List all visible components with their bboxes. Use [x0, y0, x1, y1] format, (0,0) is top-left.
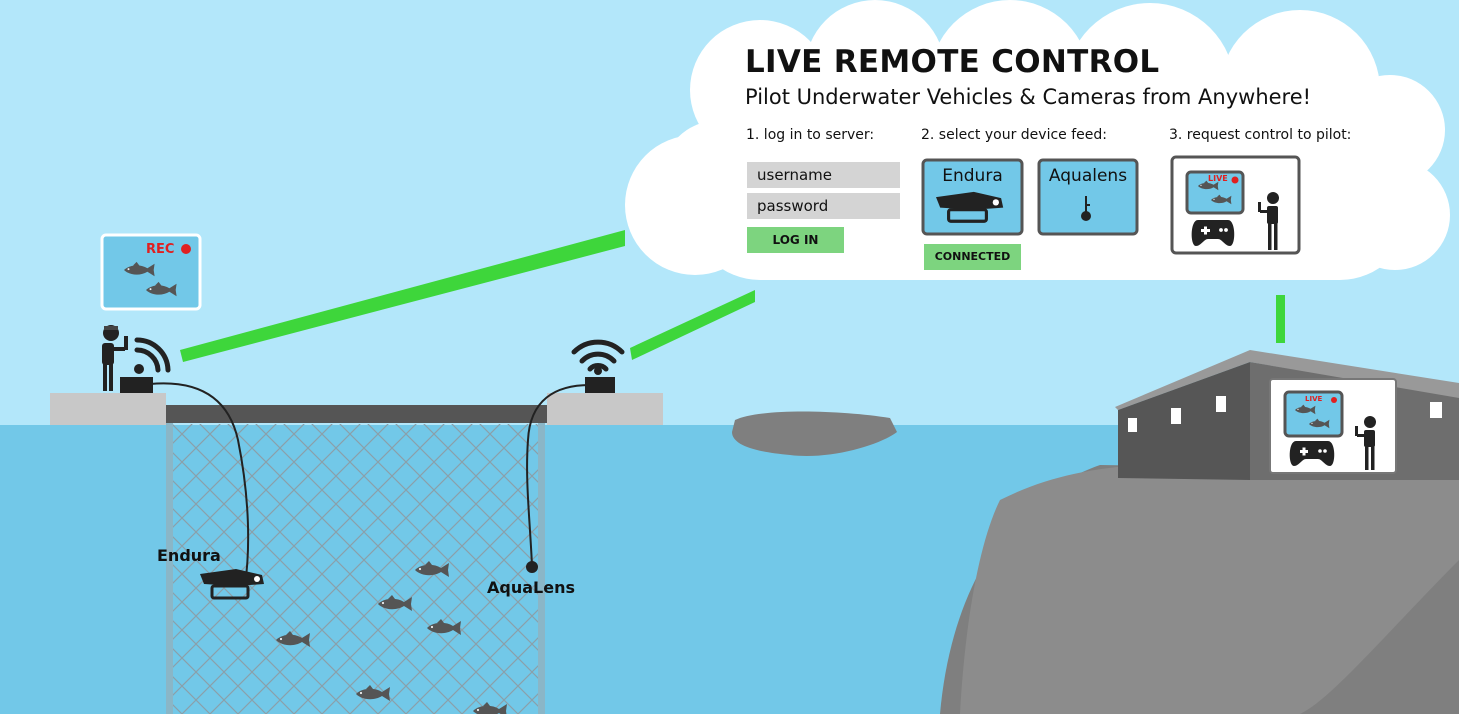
- device-aqualens-label: Aqualens: [1048, 166, 1128, 186]
- panel-title: LIVE REMOTE CONTROL: [745, 44, 1160, 80]
- endura-rov: [200, 569, 264, 600]
- step-1-label: 1. log in to server:: [746, 127, 875, 143]
- connected-status-badge: CONNECTED: [924, 244, 1021, 270]
- endura-card-icon: [936, 191, 1004, 223]
- fish-net: [170, 424, 542, 714]
- rock: [732, 411, 897, 456]
- aqualens-camera: [526, 561, 538, 573]
- gamepad-small-icon: [1289, 441, 1335, 466]
- link-left-to-cloud: [180, 230, 625, 362]
- gamepad-icon: [1191, 220, 1235, 246]
- platform-left: [50, 393, 166, 425]
- net-post-right: [538, 422, 545, 714]
- live-label: LIVE: [1208, 174, 1228, 183]
- link-building-to-cloud: [1276, 295, 1285, 343]
- pilot-icon: [1258, 192, 1279, 250]
- aqualens-cable: [526, 384, 591, 567]
- password-field[interactable]: password: [747, 193, 900, 219]
- login-button[interactable]: LOG IN: [747, 227, 844, 253]
- building-side: [1118, 362, 1250, 480]
- signal-icon: [134, 337, 171, 373]
- wifi-icon: [571, 339, 625, 372]
- rec-label: REC: [146, 242, 175, 257]
- step-3-label: 3. request control to pilot:: [1169, 127, 1352, 143]
- platform-right: [547, 393, 663, 425]
- link-right-to-cloud: [630, 290, 755, 360]
- pilot-small-icon: [1355, 416, 1376, 470]
- step-2-label: 2. select your device feed:: [921, 127, 1107, 143]
- operator-person-icon: [102, 325, 128, 391]
- base-station-left: [120, 377, 153, 393]
- device-endura-label: Endura: [942, 166, 1003, 186]
- endura-tether: [149, 382, 250, 586]
- recording-monitor: [100, 233, 202, 311]
- endura-scene-label: Endura: [157, 546, 221, 565]
- device-card-aqualens[interactable]: [1037, 158, 1139, 236]
- island-shore-top: [960, 463, 1459, 714]
- net-post-left: [166, 422, 173, 714]
- live-label-building: LIVE: [1305, 395, 1323, 403]
- aqualens-card-icon: [1081, 196, 1091, 221]
- base-station-right: [585, 377, 615, 393]
- username-field[interactable]: username: [747, 162, 900, 188]
- aqualens-scene-label: AquaLens: [487, 578, 575, 597]
- panel-subtitle: Pilot Underwater Vehicles & Cameras from…: [745, 85, 1312, 109]
- walkway: [160, 405, 552, 423]
